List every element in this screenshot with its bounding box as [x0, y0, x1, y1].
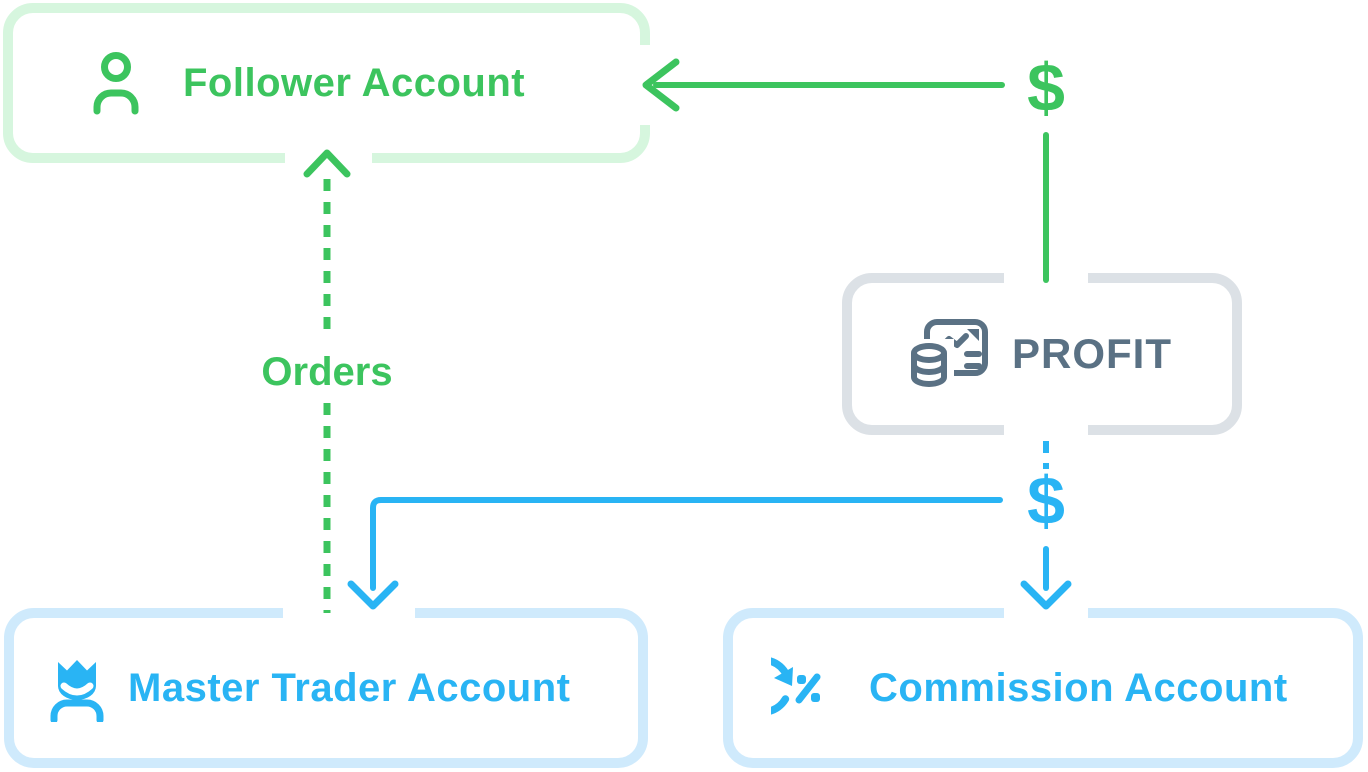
commission-top-border-gap: [1004, 604, 1088, 622]
dollar-to-master-arrow: [347, 497, 1003, 610]
orders-dashed-arrow: [303, 149, 351, 613]
master-trader-account-node: Master Trader Account: [4, 608, 648, 768]
profit-in-dollar-symbol: $: [1027, 50, 1065, 126]
orders-edge-label: Orders: [261, 350, 393, 394]
user-icon: [93, 51, 139, 115]
dollar-to-commission-arrow: [1020, 546, 1072, 610]
follower-account-label: Follower Account: [183, 60, 526, 105]
profit-bottom-border-gap: [1004, 421, 1088, 439]
master-top-border-gap: [283, 604, 415, 622]
commission-account-label: Commission Account: [869, 665, 1288, 710]
profit-out-dollar-symbol: $: [1027, 463, 1065, 539]
crown-trader-icon: [48, 654, 106, 722]
profit-to-follower-arrow: [642, 58, 1005, 112]
profit-report-coins-icon: [908, 319, 988, 389]
percent-cycle-icon: [771, 652, 843, 724]
profit-label: PROFIT: [1012, 330, 1172, 377]
master-trader-account-label: Master Trader Account: [128, 665, 571, 710]
